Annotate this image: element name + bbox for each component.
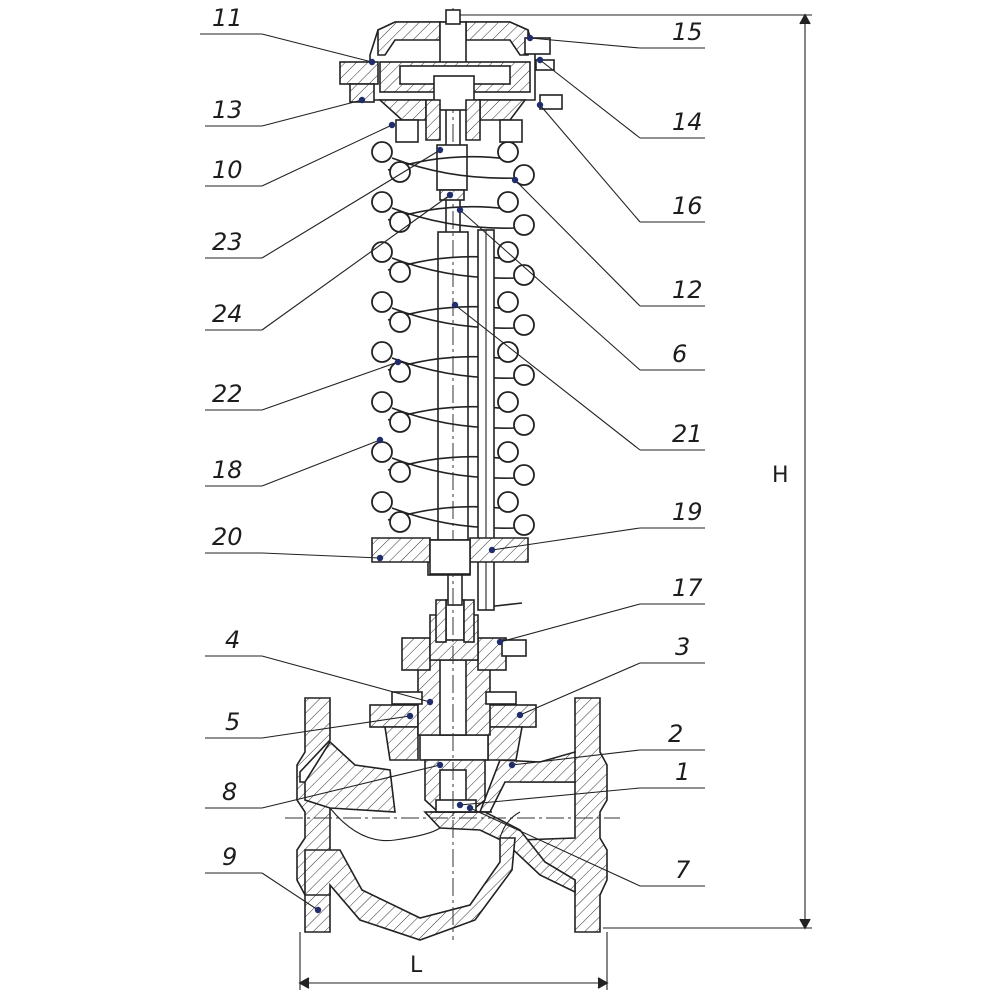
- leader-line-1: [459, 787, 641, 806]
- callout-label-4: 4: [225, 626, 240, 654]
- leader-dot-23: [436, 146, 444, 154]
- leader-dot-16: [536, 101, 544, 109]
- leader-line-19: [491, 527, 641, 551]
- callout-label-3: 3: [675, 633, 690, 661]
- callout-label-20: 20: [212, 523, 243, 551]
- callout-label-14: 14: [672, 108, 703, 136]
- callout-label-18: 18: [212, 456, 243, 484]
- leader-dot-13: [358, 96, 366, 104]
- leader-dot-1: [456, 801, 464, 809]
- callout-label-19: 19: [672, 498, 703, 526]
- leader-dot-14: [536, 56, 544, 64]
- leader-dot-5: [406, 712, 414, 720]
- callout-label-22: 22: [212, 380, 243, 408]
- leader-dot-22: [394, 358, 402, 366]
- spring-lower-plate: [371, 537, 529, 575]
- leader-lines: [200, 33, 705, 914]
- leader-dot-19: [488, 546, 496, 554]
- actuator-head: [339, 9, 563, 143]
- leader-dot-15: [526, 34, 534, 42]
- seat-bridge: [423, 811, 576, 894]
- leader-line-12: [514, 179, 641, 307]
- leader-line-18: [261, 439, 381, 487]
- leader-line-3: [519, 662, 641, 716]
- leader-line-11: [261, 33, 373, 63]
- leader-line-7: [469, 807, 641, 887]
- callout-label-8: 8: [222, 778, 237, 806]
- leader-line-6: [459, 209, 641, 371]
- leader-dot-3: [516, 711, 524, 719]
- callout-label-13: 13: [212, 96, 243, 124]
- leader-dot-24: [446, 191, 454, 199]
- callout-label-6: 6: [672, 340, 687, 368]
- callout-label-12: 12: [672, 276, 703, 304]
- leader-dot-21: [451, 301, 459, 309]
- leader-dot-17: [496, 638, 504, 646]
- right-flange: [517, 697, 608, 933]
- leader-line-8: [261, 764, 441, 809]
- length-dimension-label: L: [410, 953, 423, 978]
- body-lower-wall: [304, 837, 516, 941]
- leader-line-24: [261, 194, 451, 331]
- leader-line-20: [261, 552, 381, 559]
- leader-line-14: [539, 59, 641, 139]
- callout-label-9: 9: [222, 843, 237, 871]
- bonnet-neck: [384, 726, 419, 761]
- leader-dot-2: [508, 761, 516, 769]
- leader-dot-18: [376, 436, 384, 444]
- leader-line-5: [261, 715, 411, 739]
- leader-line-21: [454, 304, 641, 451]
- callout-label-5: 5: [225, 708, 240, 736]
- leader-dot-7: [466, 804, 474, 812]
- leader-line-15: [529, 37, 641, 49]
- leader-dot-8: [436, 761, 444, 769]
- body-upper-wall-right: [478, 750, 576, 813]
- leader-dot-11: [368, 58, 376, 66]
- leader-dot-6: [456, 206, 464, 214]
- bonnet-flange-right: [487, 704, 537, 728]
- leader-dot-10: [388, 121, 396, 129]
- callout-label-11: 11: [212, 4, 243, 32]
- callout-label-21: 21: [672, 420, 703, 448]
- left-flange: [296, 697, 331, 933]
- leader-line-10: [261, 124, 393, 187]
- leader-line-9: [261, 872, 319, 911]
- leader-dot-12: [511, 176, 519, 184]
- bonnet-neck-right: [487, 726, 523, 761]
- callout-label-17: 17: [672, 574, 703, 602]
- body-upper-wall: [304, 740, 396, 813]
- leader-line-23: [261, 149, 441, 259]
- callout-label-15: 15: [672, 18, 703, 46]
- leader-line-4: [261, 655, 431, 703]
- leader-dot-4: [426, 698, 434, 706]
- leader-line-22: [261, 361, 399, 411]
- leader-line-16: [539, 104, 641, 223]
- callout-label-1: 1: [675, 758, 690, 786]
- callout-label-2: 2: [668, 720, 683, 748]
- callout-label-10: 10: [212, 156, 243, 184]
- leader-dot-9: [314, 906, 322, 914]
- callout-label-24: 24: [212, 300, 243, 328]
- height-dimension-label: H: [772, 463, 789, 488]
- leader-line-17: [499, 603, 641, 643]
- leader-dot-20: [376, 554, 384, 562]
- callout-label-23: 23: [212, 228, 243, 256]
- leader-line-13: [261, 99, 363, 127]
- bonnet-assembly: [369, 599, 537, 813]
- callout-label-7: 7: [675, 856, 691, 884]
- callout-label-16: 16: [672, 192, 703, 220]
- dimension-lines: H L: [298, 13, 812, 990]
- leader-line-2: [511, 749, 641, 766]
